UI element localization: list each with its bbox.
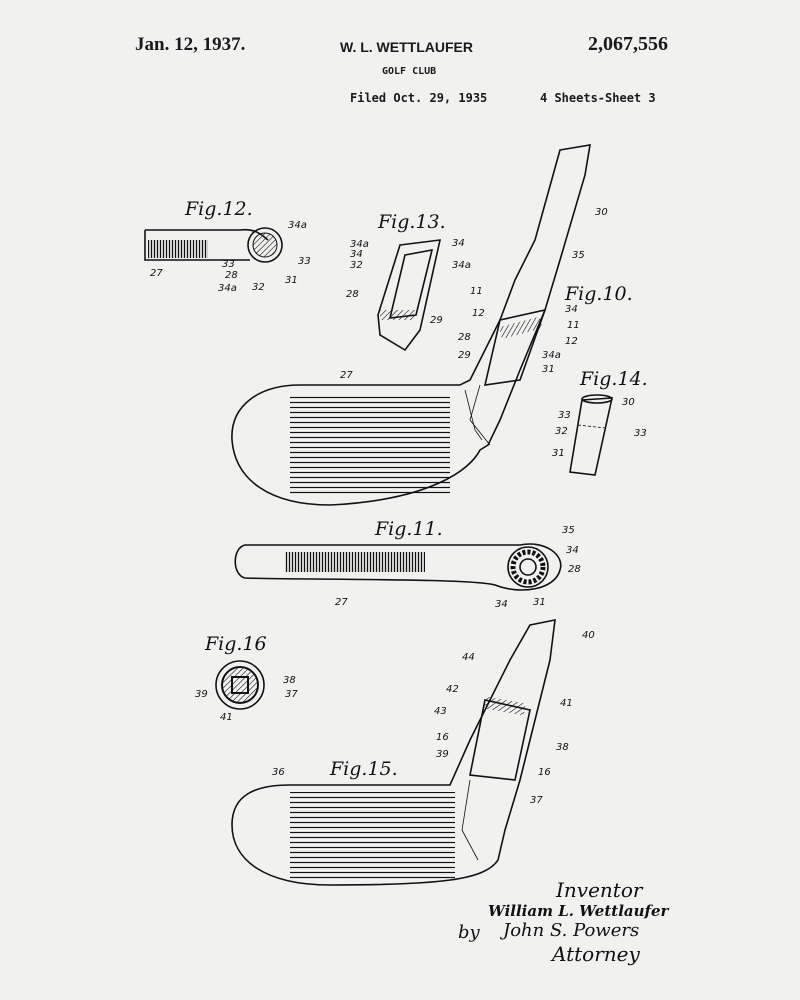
reference-numeral: 40	[582, 630, 595, 641]
attorney-label: Attorney	[552, 942, 640, 966]
reference-numeral: 34	[495, 599, 508, 610]
reference-numeral: 39	[436, 749, 449, 760]
reference-numeral: 29	[458, 350, 471, 361]
reference-numeral: 30	[622, 397, 635, 408]
reference-numeral: 28	[458, 332, 471, 343]
reference-numeral: 38	[283, 675, 296, 686]
reference-numeral: 43	[434, 706, 447, 717]
reference-numeral: 32	[350, 260, 363, 271]
figure-11: Fig.11. 35 34 28 27 34 31	[234, 518, 581, 610]
reference-numeral: 31	[542, 364, 555, 375]
reference-numeral: 31	[533, 597, 546, 608]
reference-numeral: 33	[298, 256, 311, 267]
figure-13: Fig.13. 34 34a 32 34 34a 28 29	[346, 211, 471, 352]
reference-numeral: 31	[285, 275, 298, 286]
reference-numeral: 27	[335, 597, 348, 608]
attorney-signature: John S. Powers	[503, 920, 640, 941]
reference-numeral: 34	[566, 545, 579, 556]
reference-numeral: 35	[562, 525, 575, 536]
by-label: by	[458, 922, 480, 943]
reference-numeral: 32	[555, 426, 568, 437]
figure-label: Fig.10.	[564, 283, 633, 305]
inventor-header: W. L. WETTLAUFER	[340, 39, 473, 55]
reference-numeral: 34	[350, 249, 363, 260]
reference-numeral: 16	[538, 767, 551, 778]
reference-numeral: 30	[595, 207, 608, 218]
patent-date: Jan. 12, 1937.	[135, 34, 246, 55]
sheet-count: 4 Sheets-Sheet 3	[540, 91, 656, 105]
reference-numeral: 34	[452, 238, 465, 249]
reference-numeral: 41	[220, 712, 233, 723]
reference-numeral: 34a	[452, 260, 471, 271]
reference-numeral: 36	[272, 767, 285, 778]
reference-numeral: 34a	[350, 239, 369, 250]
reference-numeral: 34a	[218, 283, 237, 294]
inventor-label: Inventor	[556, 878, 643, 902]
reference-numeral: 41	[560, 698, 573, 709]
reference-numeral: 12	[565, 336, 578, 347]
filed-date: Filed Oct. 29, 1935	[350, 91, 488, 105]
reference-numeral: 35	[572, 250, 585, 261]
reference-numeral: 27	[340, 370, 353, 381]
reference-numeral: 33	[558, 410, 571, 421]
figure-12: Fig.12. 34a 33 33 28 34a 32 31 27	[144, 198, 311, 294]
reference-numeral: 31	[552, 448, 565, 459]
figure-label: Fig.11.	[374, 518, 443, 540]
reference-numeral: 29	[430, 315, 443, 326]
reference-numeral: 27	[150, 268, 163, 279]
reference-numeral: 28	[225, 270, 238, 281]
patent-title: GOLF CLUB	[382, 66, 437, 77]
figure-label: Fig.16	[204, 633, 267, 655]
reference-numeral: 28	[346, 289, 359, 300]
reference-numeral: 39	[195, 689, 208, 700]
figure-label: Fig.12.	[184, 198, 253, 220]
reference-numeral: 28	[568, 564, 581, 575]
reference-numeral: 12	[472, 308, 485, 319]
inventor-signature-name: William L. Wettlaufer	[488, 902, 669, 920]
reference-numeral: 11	[567, 320, 580, 331]
reference-numeral: 38	[556, 742, 569, 753]
reference-numeral: 33	[634, 428, 647, 439]
reference-numeral: 34	[565, 304, 578, 315]
figure-10: Fig.10. 30 35 34 12 11 12 11 28 29 34a 3…	[231, 144, 633, 506]
reference-numeral: 11	[470, 286, 483, 297]
figure-label: Fig.13.	[377, 211, 446, 233]
reference-numeral: 42	[446, 684, 459, 695]
reference-numeral: 34a	[288, 220, 307, 231]
reference-numeral: 37	[285, 689, 298, 700]
reference-numeral: 34a	[542, 350, 561, 361]
figure-label: Fig.14.	[579, 368, 648, 390]
reference-numeral: 33	[222, 259, 235, 270]
reference-numeral: 44	[462, 652, 475, 663]
reference-numeral: 37	[530, 795, 543, 806]
reference-numeral: 32	[252, 282, 265, 293]
figure-14: Fig.14. 30 33 32 33 31	[552, 368, 648, 476]
figure-label: Fig.15.	[329, 758, 398, 780]
figure-15: Fig.15. 40 44 42 43 41 16 39 38 16 37 36	[231, 618, 595, 886]
reference-numeral: 16	[436, 732, 449, 743]
figure-16: Fig.16 38 37 39 41	[195, 633, 298, 723]
patent-number: 2,067,556	[588, 33, 668, 55]
